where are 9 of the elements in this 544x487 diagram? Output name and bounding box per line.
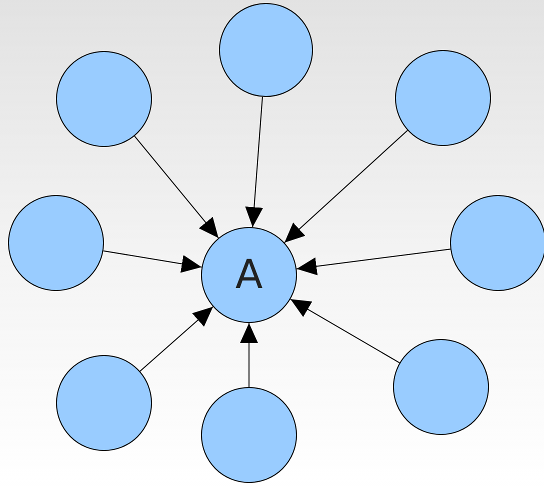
node-label: A <box>235 255 263 295</box>
arrow <box>240 322 258 388</box>
arrow <box>284 130 408 244</box>
arrow <box>139 306 214 372</box>
arrow <box>134 136 219 238</box>
arrow <box>296 248 451 276</box>
arrow <box>290 298 400 364</box>
arrow <box>102 250 202 273</box>
arrow <box>245 96 264 228</box>
